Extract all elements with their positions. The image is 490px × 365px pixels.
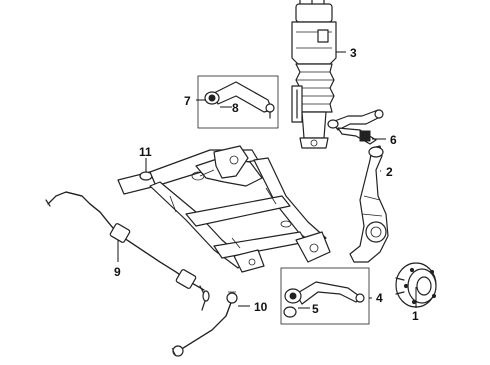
- subframe: [117, 145, 331, 273]
- callout-4: 4: [376, 291, 383, 305]
- callout-3: 3: [350, 46, 357, 60]
- upper-control-arm-right: [327, 109, 384, 145]
- upper-control-arm-left: [197, 75, 279, 129]
- stabilizer-bar: [45, 191, 210, 311]
- callout-2: 2: [386, 165, 393, 179]
- air-strut: [291, 0, 337, 149]
- callout-6: 6: [390, 133, 397, 147]
- stabilizer-link: [171, 291, 238, 357]
- callout-7: 7: [184, 94, 191, 108]
- callout-11: 11: [139, 145, 152, 159]
- callout-1: 1: [412, 309, 419, 323]
- callout-10: 10: [254, 300, 268, 314]
- callout-5: 5: [312, 302, 319, 316]
- steering-knuckle: [349, 145, 389, 263]
- lower-control-arm: [280, 267, 370, 325]
- callout-8: 8: [232, 101, 239, 115]
- callout-9: 9: [114, 265, 121, 279]
